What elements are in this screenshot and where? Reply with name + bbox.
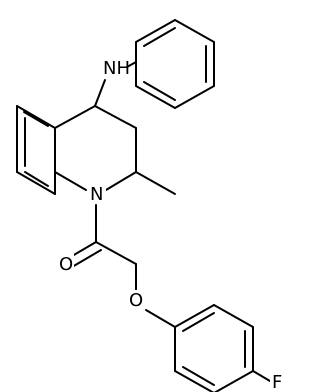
bond-fluorophenyl-5 [174,370,215,392]
fluorine-label: F [272,372,282,392]
bond-c4-c3 [94,105,137,129]
bond-c2-n1 [105,171,137,191]
bond-phenyl-4 [174,85,215,109]
bond-carbonyl-o-double [71,249,102,268]
bond-c4a-c4 [54,105,96,129]
bond-fluorophenyl-2 [213,304,254,328]
bond-fluorophenyl-1 [174,304,215,328]
bond-benzo-3 [16,171,56,195]
molecule-canvas: NH N O O F [16,19,285,392]
bond-layer [16,19,276,392]
fluorine-label-bg [270,372,285,392]
bond-fluorophenyl-double-3 [182,366,215,386]
bond-fluorophenyl-double-1 [182,312,215,332]
atom-label-layer: NH N O O F [57,58,285,392]
bond-fluorophenyl-4 [213,370,254,392]
bond-benzo-1 [16,105,56,129]
chemical-structure-diagram: NH N O O F [16,19,285,392]
bond-phenyl-1 [135,19,176,43]
ether-o-label: O [129,290,143,311]
bond-phenyl-double-1 [143,27,176,47]
bond-nh-to-phenyl [126,61,137,68]
bond-phenyl-5 [135,85,176,109]
carbonyl-o-label-bg [57,254,74,274]
bond-nh-to-c4 [94,79,106,107]
amine-label-bg [101,58,126,78]
ring-n-label: N [90,184,103,205]
bond-phenyl-double-3 [143,81,176,101]
bond-carbonyl-ch2 [95,241,137,265]
ether-o-label-bg [127,290,145,310]
bond-benzo-double-1 [23,111,49,127]
ring-n-label-bg [88,184,106,204]
bond-c2-methyl [135,171,176,195]
amine-nh-label: NH [103,58,130,79]
bond-benzo-double-3 [24,171,49,187]
bond-n1-c8a [54,171,87,191]
bond-ether-o-aryl [145,309,176,328]
bond-phenyl-2 [174,19,215,43]
carbonyl-o-label: O [59,254,73,275]
